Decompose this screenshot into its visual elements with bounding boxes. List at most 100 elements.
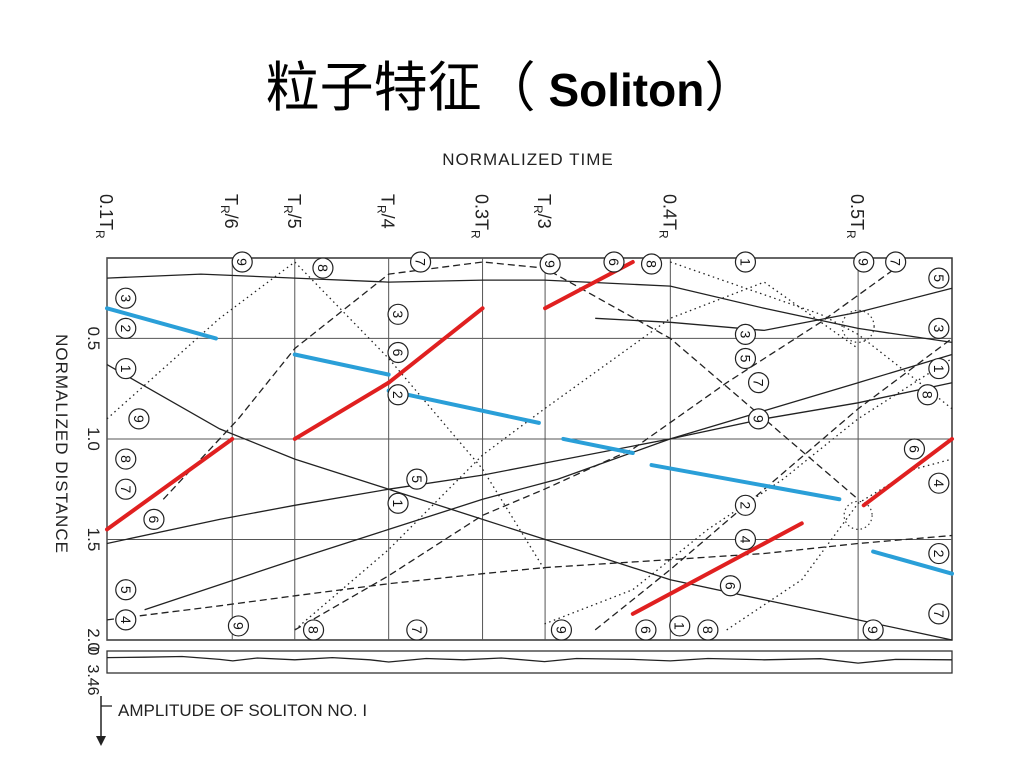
soliton-number-badge <box>312 257 334 279</box>
soliton-number-badge <box>387 492 409 514</box>
distance-tick-label: 1.5 <box>84 528 103 552</box>
soliton-number-label: 4 <box>118 616 134 624</box>
highlight-segment <box>292 380 391 441</box>
soliton-number-label: 1 <box>672 622 688 630</box>
amplitude-tick-label: 3.46 <box>84 664 101 695</box>
amplitude-trace <box>106 655 953 664</box>
soliton-number-label: 8 <box>700 626 716 634</box>
soliton-number-label: 7 <box>118 485 134 493</box>
plot-frame <box>106 257 953 641</box>
soliton-number-label: 7 <box>751 379 767 387</box>
top-axis-label: NORMALIZED TIME <box>442 150 613 169</box>
highlight-segment <box>386 306 485 385</box>
soliton-number-badge <box>862 619 884 641</box>
highlight-segment <box>871 549 954 576</box>
soliton-number-badge <box>635 619 657 641</box>
soliton-number-badge <box>747 372 770 394</box>
soliton-number-badge <box>640 253 663 275</box>
soliton-number-label: 7 <box>413 258 429 266</box>
soliton-number-badge <box>387 384 409 406</box>
soliton-trajectory <box>106 382 953 545</box>
soliton-number-badge <box>115 448 137 470</box>
amplitude-strip <box>106 650 953 674</box>
time-tick-label: TR/5 <box>281 194 304 229</box>
soliton-number-label: 6 <box>906 445 922 453</box>
soliton-number-badge <box>143 508 165 530</box>
soliton-trajectory <box>106 364 953 641</box>
soliton-trajectory <box>726 458 953 631</box>
collision-circle <box>843 500 873 530</box>
amplitude-label: AMPLITUDE OF SOLITON NO. I <box>118 701 367 720</box>
highlight-segment <box>861 436 954 508</box>
soliton-number-badge <box>128 408 150 430</box>
time-tick-label: TR/4 <box>375 194 398 229</box>
soliton-number-label: 8 <box>920 391 936 399</box>
soliton-number-label: 6 <box>606 258 622 266</box>
highlight-segment <box>105 306 218 341</box>
soliton-number-badge <box>231 251 253 273</box>
soliton-number-label: 1 <box>118 365 134 373</box>
soliton-number-label: 9 <box>230 622 246 630</box>
soliton-number-badge <box>734 347 757 370</box>
amplitude-tick-label: 0 <box>84 647 101 656</box>
soliton-number-badge <box>387 341 409 364</box>
soliton-number-label: 1 <box>390 499 406 507</box>
soliton-number-badge <box>409 251 432 273</box>
amplitude-arrow-head <box>96 736 106 746</box>
soliton-number-badge <box>885 251 907 273</box>
title-latin: Soliton <box>535 64 705 116</box>
soliton-number-label: 5 <box>409 475 425 483</box>
soliton-number-badge <box>406 619 428 641</box>
soliton-number-badge <box>539 253 561 275</box>
time-tick-label: 0.5TR <box>844 194 867 239</box>
highlight-segment <box>561 436 635 456</box>
soliton-number-label: 8 <box>118 455 134 463</box>
soliton-number-label: 2 <box>737 501 753 509</box>
soliton-trajectory <box>544 357 953 625</box>
soliton-number-label: 7 <box>888 258 904 266</box>
time-tick-label: TR/3 <box>531 194 554 229</box>
time-tick-label: TR/6 <box>218 194 241 229</box>
soliton-number-label: 5 <box>737 355 753 363</box>
soliton-number-badge <box>406 468 428 490</box>
soliton-number-badge <box>603 251 625 273</box>
soliton-number-badge <box>903 438 926 460</box>
soliton-number-badge <box>928 472 950 494</box>
soliton-number-badge <box>747 408 770 430</box>
y-axis-label: NORMALIZED DISTANCE <box>52 334 71 554</box>
soliton-trajectory <box>294 267 897 631</box>
soliton-number-badge <box>734 323 757 345</box>
soliton-trajectory <box>294 281 859 631</box>
soliton-number-label: 7 <box>409 626 425 634</box>
soliton-trajectory <box>106 273 953 344</box>
soliton-number-badge <box>928 357 950 380</box>
soliton-number-badge <box>734 251 757 273</box>
soliton-number-label: 2 <box>118 324 134 332</box>
soliton-number-label: 4 <box>737 536 753 544</box>
soliton-number-badge <box>227 615 250 637</box>
soliton-number-label: 6 <box>390 349 406 357</box>
soliton-number-badge <box>302 619 325 641</box>
soliton-number-badge <box>697 619 719 641</box>
soliton-number-label: 2 <box>390 391 406 399</box>
soliton-number-badge <box>115 609 137 631</box>
highlight-segment <box>649 463 842 502</box>
soliton-number-label: 4 <box>931 479 947 487</box>
soliton-number-badge <box>115 357 137 380</box>
soliton-number-badge <box>928 542 950 565</box>
soliton-number-label: 6 <box>146 515 162 523</box>
soliton-number-badge <box>115 579 137 601</box>
soliton-number-label: 2 <box>931 550 947 558</box>
highlight-segment <box>386 388 541 425</box>
soliton-number-label: 3 <box>737 331 753 339</box>
soliton-number-label: 9 <box>131 415 147 423</box>
soliton-number-badge <box>928 317 950 339</box>
soliton-number-badge <box>928 603 950 625</box>
soliton-number-badge <box>734 494 757 516</box>
soliton-number-badge <box>916 384 939 406</box>
soliton-trajectory <box>106 261 546 570</box>
highlight-segment <box>292 352 391 377</box>
slide-title: 粒子特征（ Soliton） <box>0 58 1024 117</box>
